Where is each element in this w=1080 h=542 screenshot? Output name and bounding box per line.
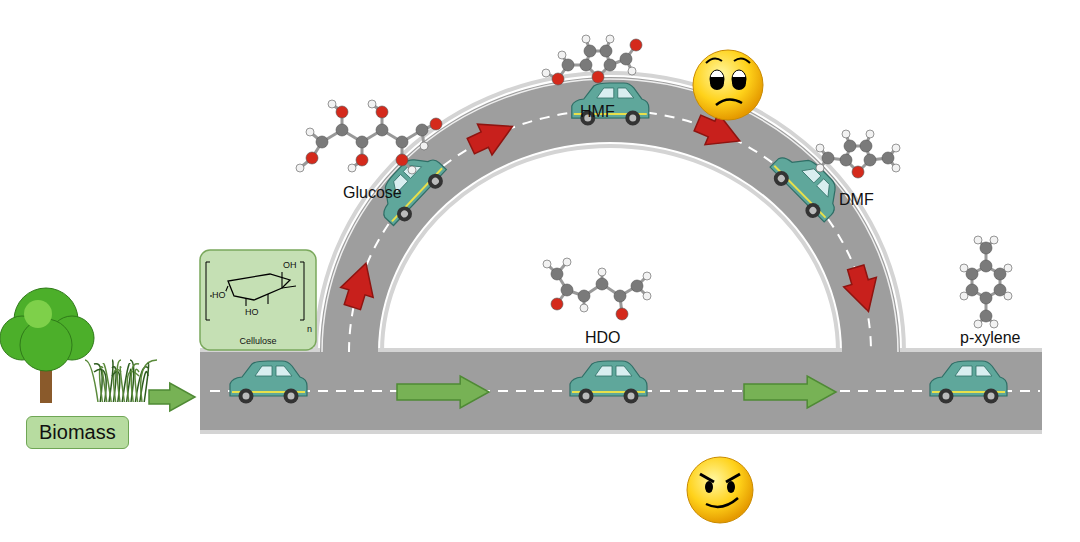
tree-and-grass bbox=[0, 288, 157, 403]
molecule-model bbox=[296, 100, 442, 174]
structure-label: HO bbox=[245, 308, 259, 318]
flow-arrow bbox=[744, 376, 836, 408]
molecule-model bbox=[543, 258, 651, 320]
car bbox=[230, 361, 307, 404]
car bbox=[570, 361, 647, 404]
compound-name: HDO bbox=[585, 329, 621, 347]
car bbox=[930, 361, 1007, 404]
molecule-model bbox=[816, 130, 900, 178]
sad-emoji bbox=[693, 50, 763, 120]
source-box: Biomass bbox=[26, 416, 129, 449]
cellulose-structure bbox=[200, 250, 316, 350]
molecule-model bbox=[542, 35, 642, 85]
structure-label: OH bbox=[283, 261, 297, 271]
compound-name: DMF bbox=[839, 191, 874, 209]
molecule-model bbox=[960, 236, 1012, 328]
flow-arrow bbox=[397, 376, 489, 408]
smirk-emoji bbox=[687, 457, 753, 523]
compound-name: HMF bbox=[580, 103, 615, 121]
compound-name: p-xylene bbox=[960, 329, 1020, 347]
car bbox=[572, 83, 649, 126]
flow-arrow bbox=[336, 258, 382, 312]
structure-label: HO bbox=[212, 291, 226, 301]
node-text: Cellulose bbox=[239, 336, 276, 346]
car bbox=[765, 143, 849, 228]
road bbox=[200, 73, 1042, 432]
flow-arrow bbox=[464, 111, 520, 161]
structure-label: n bbox=[307, 325, 312, 335]
flow-arrow bbox=[149, 383, 195, 411]
flow-arrow bbox=[839, 263, 884, 317]
compound-name: Glucose bbox=[343, 184, 402, 202]
node-text: Biomass bbox=[39, 421, 116, 444]
